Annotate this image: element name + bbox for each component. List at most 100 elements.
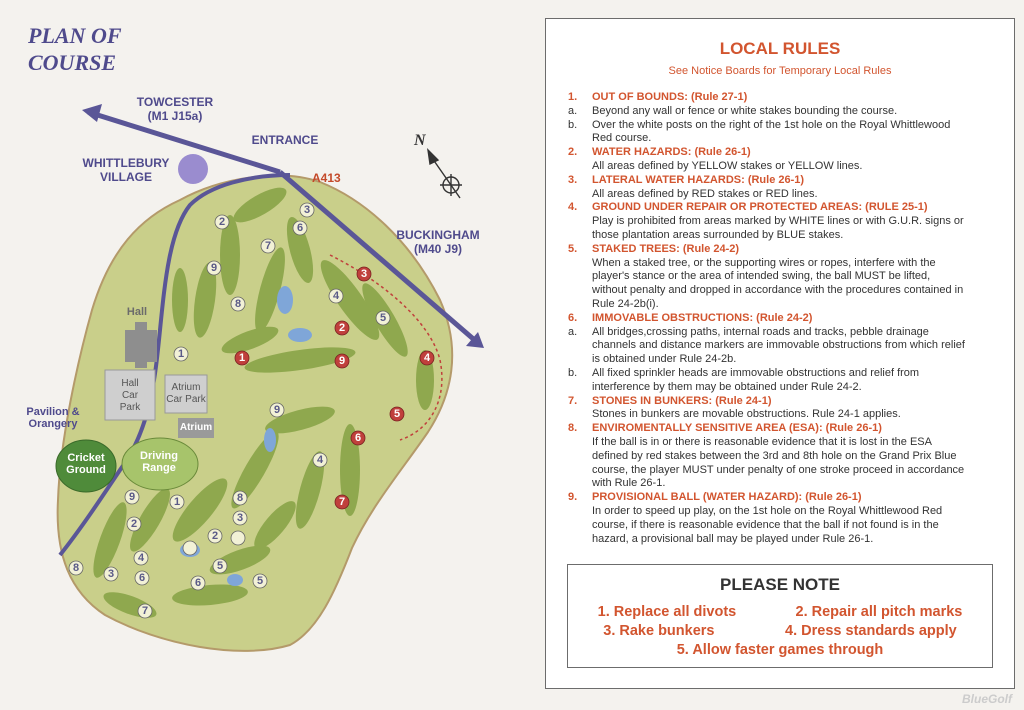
rule-heading: 2.WATER HAZARDS: (Rule 26-1) bbox=[568, 146, 751, 159]
internal-road bbox=[58, 173, 291, 557]
cricket-ground bbox=[55, 439, 117, 493]
hole-number: 3 bbox=[303, 204, 311, 216]
rule-text: b.All fixed sprinkler heads are immovabl… bbox=[568, 366, 920, 379]
hole-number: 5 bbox=[393, 408, 401, 420]
atrium-car-park bbox=[164, 374, 208, 414]
please-note-box: PLEASE NOTE 1. Replace all divots 2. Rep… bbox=[567, 564, 993, 668]
rule-text: channels and distance markers are immova… bbox=[592, 339, 965, 352]
hole-number: 9 bbox=[273, 404, 281, 416]
hole-number: 9 bbox=[338, 355, 346, 367]
rule-text: All areas defined by RED stakes or RED l… bbox=[592, 187, 818, 200]
rule-heading: 4.GROUND UNDER REPAIR OR PROTECTED AREAS… bbox=[568, 201, 928, 214]
local-rules-panel: LOCAL RULES See Notice Boards for Tempor… bbox=[545, 18, 1015, 689]
rule-text: In order to speed up play, on the 1st ho… bbox=[592, 504, 943, 517]
atrium-label: Atrium bbox=[179, 422, 213, 433]
map-title: PLAN OF COURSE bbox=[28, 23, 122, 75]
north-arrow-icon bbox=[427, 148, 462, 199]
hole-number: 6 bbox=[354, 432, 362, 444]
hole-number: 6 bbox=[194, 577, 202, 589]
buckingham-arrowhead bbox=[466, 332, 484, 348]
hole-number: 3 bbox=[360, 268, 368, 280]
hole-number: 4 bbox=[332, 290, 340, 302]
hall-car-park-label: Hall Car Park bbox=[119, 378, 141, 413]
rule-text: defined by red stakes between the 3rd an… bbox=[592, 449, 957, 462]
driving-range-label: Driving Range bbox=[140, 450, 178, 474]
note-row: 3. Rake bunkers 4. Dress standards apply bbox=[568, 623, 992, 639]
hole-number: 2 bbox=[338, 322, 346, 334]
rule-text: Stones in bunkers are movable obstructio… bbox=[592, 408, 901, 421]
atrium-building bbox=[178, 418, 214, 438]
hole-number: 8 bbox=[236, 492, 244, 504]
rule-text: hazard, a provisional ball may be played… bbox=[592, 532, 874, 545]
hole-number: 5 bbox=[216, 560, 224, 572]
hole-markers bbox=[68, 202, 435, 619]
hall-car-park bbox=[104, 369, 156, 421]
hole-number: 4 bbox=[316, 454, 324, 466]
rule-text: with Rule 26-1. bbox=[592, 477, 666, 490]
hole-number: 2 bbox=[218, 216, 226, 228]
course-map-panel: PLAN OF COURSE TOWCESTER (M1 J15a) ENTRA… bbox=[26, 23, 484, 652]
water-hazards bbox=[180, 286, 312, 586]
north-label: N bbox=[414, 132, 426, 149]
course-map bbox=[55, 104, 484, 652]
rule-text: is obtained under Rule 24-2b. bbox=[592, 353, 737, 366]
note-item: 3. Rake bunkers bbox=[603, 623, 715, 639]
rule-text: All areas defined by YELLOW stakes or YE… bbox=[592, 159, 863, 172]
hole-number: 6 bbox=[296, 222, 304, 234]
rule-heading: 1.OUT OF BOUNDS: (Rule 27-1) bbox=[568, 91, 748, 103]
rule-heading: 9.PROVISIONAL BALL (WATER HAZARD): (Rule… bbox=[568, 491, 862, 504]
pavilion-label: Pavilion & Orangery bbox=[26, 406, 80, 430]
rule-heading: 5.STAKED TREES: (Rule 24-2) bbox=[568, 242, 740, 255]
note-item: 1. Replace all divots bbox=[597, 604, 737, 620]
rule-text: If the ball is in or there is reasonable… bbox=[592, 435, 932, 448]
rule-text: without penalty and dropped in accordanc… bbox=[592, 284, 964, 297]
rule-text: player's stance or the area of intended … bbox=[592, 270, 931, 283]
driving-range bbox=[121, 437, 199, 491]
rule-heading: 8.ENVIROMENTALLY SENSITIVE AREA (ESA): (… bbox=[568, 422, 882, 435]
note-row: 1. Replace all divots 2. Repair all pitc… bbox=[568, 604, 992, 620]
buckingham-label: BUCKINGHAM (M40 J9) bbox=[396, 228, 480, 256]
rule-text: course, if there is reasonable evidence … bbox=[592, 518, 939, 531]
rule-text: a.Beyond any wall or fence or white stak… bbox=[568, 104, 898, 117]
road-buckingham bbox=[278, 170, 480, 345]
note-item: 4. Dress standards apply bbox=[785, 623, 957, 639]
hole-number: 2 bbox=[130, 518, 138, 530]
rule-text: b.Over the white posts on the right of t… bbox=[568, 118, 951, 131]
hole-number: 5 bbox=[379, 312, 387, 324]
hole-number: 3 bbox=[107, 568, 115, 580]
hole-number: 4 bbox=[137, 552, 145, 564]
rule-text: interference by them may be obtained und… bbox=[592, 380, 862, 393]
village-marker bbox=[178, 154, 208, 184]
please-note-title: PLEASE NOTE bbox=[720, 575, 840, 594]
rule-text: course, the player MUST under penalty of… bbox=[592, 463, 965, 476]
rule-text: When a staked tree, or the supporting wi… bbox=[592, 256, 936, 269]
rules-subtitle: See Notice Boards for Temporary Local Ru… bbox=[668, 65, 892, 77]
hole-number: 9 bbox=[128, 491, 136, 503]
atrium-car-park-label: Atrium Car Park bbox=[166, 382, 206, 405]
hole-number: 1 bbox=[173, 496, 181, 508]
road-a413-label: A413 bbox=[312, 171, 341, 185]
rule-text: those plantation areas surrounded by BLU… bbox=[592, 228, 844, 241]
hole-number: 3 bbox=[236, 512, 244, 524]
boundary-line bbox=[329, 254, 443, 441]
hole-number: 7 bbox=[338, 496, 346, 508]
hole-number: 2 bbox=[211, 530, 219, 542]
note-item: 5. Allow faster games through bbox=[676, 642, 884, 658]
entrance-label: ENTRANCE bbox=[251, 133, 319, 147]
watermark: BlueGolf bbox=[962, 692, 1012, 706]
hole-number: 8 bbox=[234, 298, 242, 310]
hole-number: 9 bbox=[210, 262, 218, 274]
rule-text: Rule 24-2b(i). bbox=[592, 297, 659, 310]
road-towcester bbox=[87, 109, 281, 175]
hall-building bbox=[125, 322, 157, 368]
hole-number: 4 bbox=[423, 352, 431, 364]
note-row: 5. Allow faster games through bbox=[568, 642, 992, 658]
hole-number: 7 bbox=[264, 240, 272, 252]
rule-heading: 7.STONES IN BUNKERS: (Rule 24-1) bbox=[568, 394, 772, 407]
hole-number: 1 bbox=[177, 348, 185, 360]
rule-text: Red course. bbox=[592, 132, 652, 145]
hole-number: 1 bbox=[238, 352, 246, 364]
rule-heading: 6.IMMOVABLE OBSTRUCTIONS: (Rule 24-2) bbox=[568, 311, 813, 324]
hole-number: 8 bbox=[72, 562, 80, 574]
hole-number: 5 bbox=[256, 575, 264, 587]
